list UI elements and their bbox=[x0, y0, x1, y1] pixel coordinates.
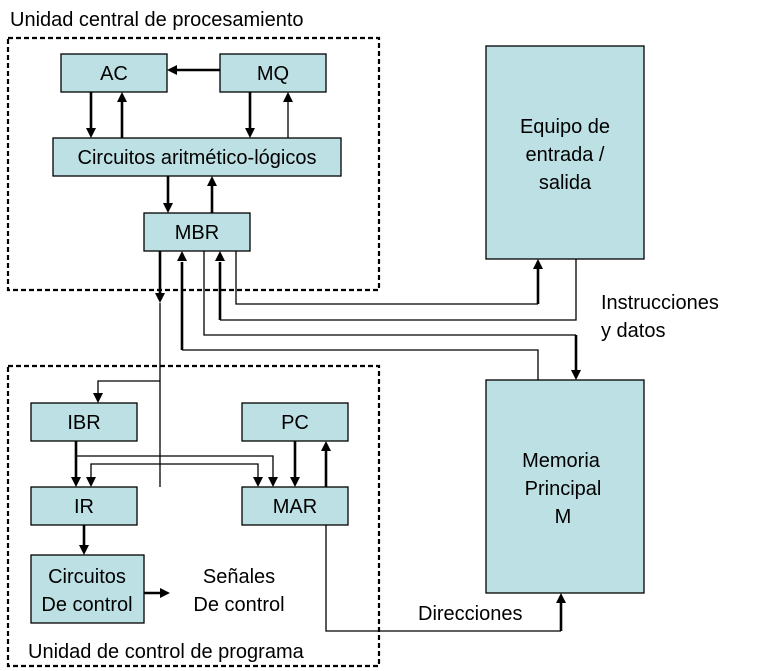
arrowhead-ir-to-control-circuits bbox=[79, 545, 89, 555]
control-unit-boundary bbox=[6, 364, 381, 668]
line-mar-to-memory bbox=[325, 525, 561, 632]
cpu-boundary bbox=[6, 36, 381, 292]
arrowhead-ir-to-mar bbox=[253, 477, 263, 487]
pc-register: PC bbox=[241, 402, 349, 442]
io-label-line-2: entrada / bbox=[526, 144, 605, 166]
mq-register: MQ bbox=[219, 53, 327, 93]
ibr-register: IBR bbox=[30, 402, 138, 442]
ir-label: IR bbox=[74, 496, 94, 518]
mbr-label: MBR bbox=[175, 222, 219, 244]
line-mbr-to-memory bbox=[203, 251, 576, 336]
control-unit-title: Unidad de control de programa bbox=[28, 641, 305, 663]
instructions-data-line-2: y datos bbox=[601, 320, 665, 342]
arrowhead-to-ibr bbox=[93, 393, 103, 403]
arrowhead-to-ir bbox=[86, 477, 96, 487]
io-label-line-3: salida bbox=[539, 172, 592, 194]
arrowhead-alu-to-mq bbox=[283, 92, 293, 102]
cpu-title: Unidad central de procesamiento bbox=[10, 9, 304, 31]
memory-label-line-1: Memoria bbox=[522, 450, 601, 472]
arrowhead-mbr-to-memory bbox=[571, 370, 581, 380]
memory-label-line-2: Principal bbox=[525, 478, 602, 500]
mq-label: MQ bbox=[257, 63, 289, 85]
ir-register: IR bbox=[30, 486, 138, 526]
line-memory-to-mbr bbox=[182, 349, 539, 380]
arrowhead-mbr-down bbox=[155, 293, 165, 303]
arrowhead-control-signals bbox=[160, 588, 170, 598]
alu-block: Circuitos aritmético-lógicos bbox=[52, 137, 342, 177]
pc-label: PC bbox=[281, 412, 309, 434]
arrowhead-mq-to-ac bbox=[167, 65, 177, 75]
arrowhead-memory-to-mbr bbox=[177, 251, 187, 261]
control-circuits-line-1: Circuitos bbox=[48, 566, 126, 588]
arrowhead-ac-to-alu bbox=[86, 128, 96, 138]
arrowhead-alu-to-ac bbox=[117, 92, 127, 102]
mar-register: MAR bbox=[241, 486, 349, 526]
io-equipment-block: Equipo de entrada / salida bbox=[485, 45, 645, 260]
line-io-to-mbr bbox=[220, 259, 577, 321]
main-memory-block: Memoria Principal M bbox=[485, 379, 645, 594]
ac-register: AC bbox=[60, 53, 168, 93]
control-signals-line-2: De control bbox=[193, 594, 284, 616]
ibr-label: IBR bbox=[67, 412, 100, 434]
line-to-ibr bbox=[97, 380, 160, 395]
arrowhead-mbr-to-alu bbox=[207, 176, 217, 186]
control-circuits-block: Circuitos De control bbox=[30, 554, 145, 624]
arrowhead-mbr-to-io bbox=[533, 259, 543, 269]
line-mbr-to-io bbox=[235, 251, 538, 305]
instructions-data-line-1: Instrucciones bbox=[601, 292, 719, 314]
alu-label: Circuitos aritmético-lógicos bbox=[78, 147, 317, 169]
arrowhead-pc-to-mar bbox=[290, 477, 300, 487]
io-label-line-1: Equipo de bbox=[520, 116, 610, 138]
arrowhead-io-to-mbr bbox=[215, 251, 225, 261]
addresses-label: Direcciones bbox=[418, 603, 522, 625]
mbr-register: MBR bbox=[143, 212, 251, 252]
arrowhead-ibr-to-ir bbox=[71, 477, 81, 487]
control-circuits-line-2: De control bbox=[41, 594, 132, 616]
arrowhead-mar-to-memory bbox=[556, 593, 566, 603]
control-signals-line-1: Señales bbox=[203, 566, 275, 588]
mar-label: MAR bbox=[273, 496, 317, 518]
arrowhead-mq-to-alu bbox=[245, 128, 255, 138]
line-ir-mar bbox=[90, 463, 259, 479]
line-ibr-to-mar bbox=[76, 455, 274, 479]
arrowhead-ibr-to-mar bbox=[268, 477, 278, 487]
arrowhead-alu-to-mbr bbox=[163, 203, 173, 213]
memory-label-line-3: M bbox=[555, 506, 572, 528]
arrowhead-mar-to-pc bbox=[321, 441, 331, 451]
ac-label: AC bbox=[100, 63, 128, 85]
